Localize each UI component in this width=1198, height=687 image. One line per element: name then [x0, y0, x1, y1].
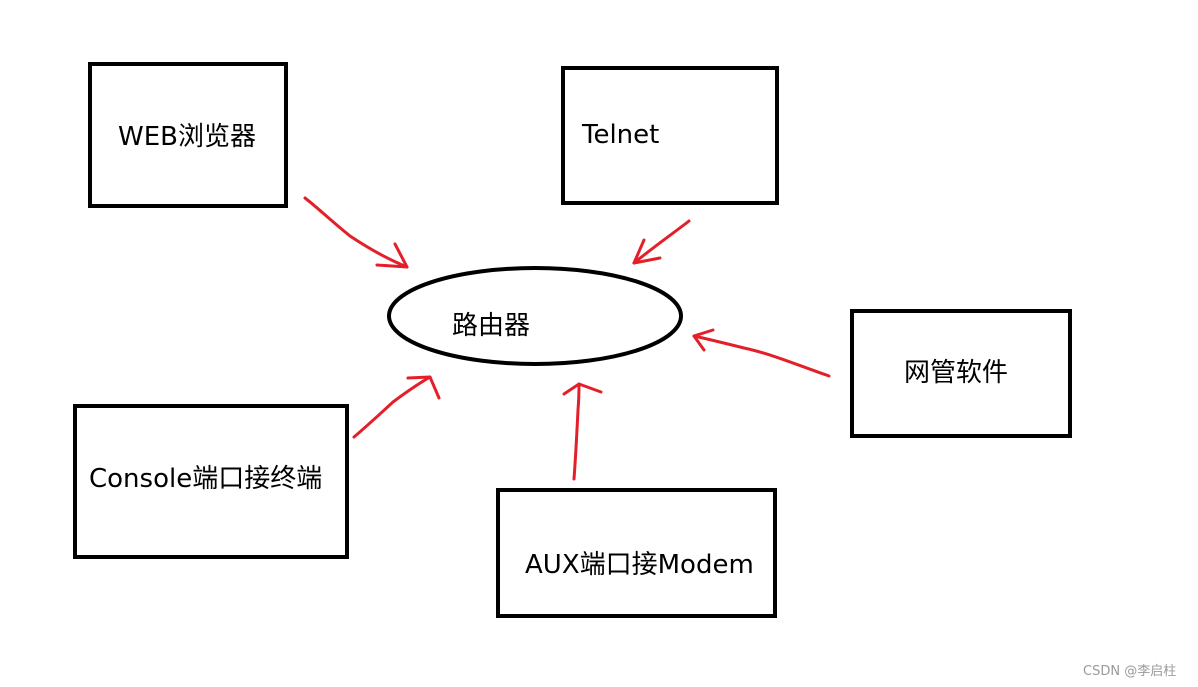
router-ellipse	[387, 266, 683, 366]
node-aux-box	[496, 488, 777, 618]
node-network-management: 网管软件	[850, 309, 1072, 438]
node-console: Console端口接终端	[73, 404, 349, 559]
arrow-nms-shaft	[692, 334, 831, 378]
node-telnet: Telnet	[561, 66, 779, 205]
watermark-text: CSDN @李启柱	[1083, 664, 1176, 679]
arrow-telnet-to-router	[632, 219, 691, 265]
router-label: 路由器	[452, 311, 530, 341]
node-telnet-box	[561, 66, 779, 205]
arrow-console-shaft	[352, 375, 432, 439]
node-aux: AUX端口接Modem	[496, 488, 777, 618]
arrow-nms-head	[692, 328, 715, 352]
arrow-aux-shaft	[572, 382, 581, 481]
arrow-telnet-shaft	[632, 219, 691, 265]
node-telnet-label: Telnet	[581, 120, 659, 150]
node-network-management-label: 网管软件	[904, 358, 1008, 388]
arrow-telnet-head	[632, 238, 662, 265]
node-web-browser-box	[88, 62, 288, 208]
arrow-aux-head	[562, 382, 603, 396]
node-web-browser-label: WEB浏览器	[118, 122, 256, 152]
arrow-console-to-router	[352, 375, 441, 439]
router-node: 路由器	[387, 266, 683, 366]
node-console-label: Console端口接终端	[89, 464, 322, 494]
arrow-web-to-router	[303, 196, 409, 269]
node-web-browser: WEB浏览器	[88, 62, 288, 208]
node-aux-label: AUX端口接Modem	[525, 550, 754, 580]
arrow-nms-to-router	[692, 328, 831, 378]
arrow-console-head	[406, 375, 441, 400]
arrow-aux-to-router	[562, 382, 603, 481]
node-console-box	[73, 404, 349, 559]
arrow-web-head	[375, 242, 409, 269]
arrow-web-shaft	[303, 196, 409, 269]
node-network-management-box	[850, 309, 1072, 438]
